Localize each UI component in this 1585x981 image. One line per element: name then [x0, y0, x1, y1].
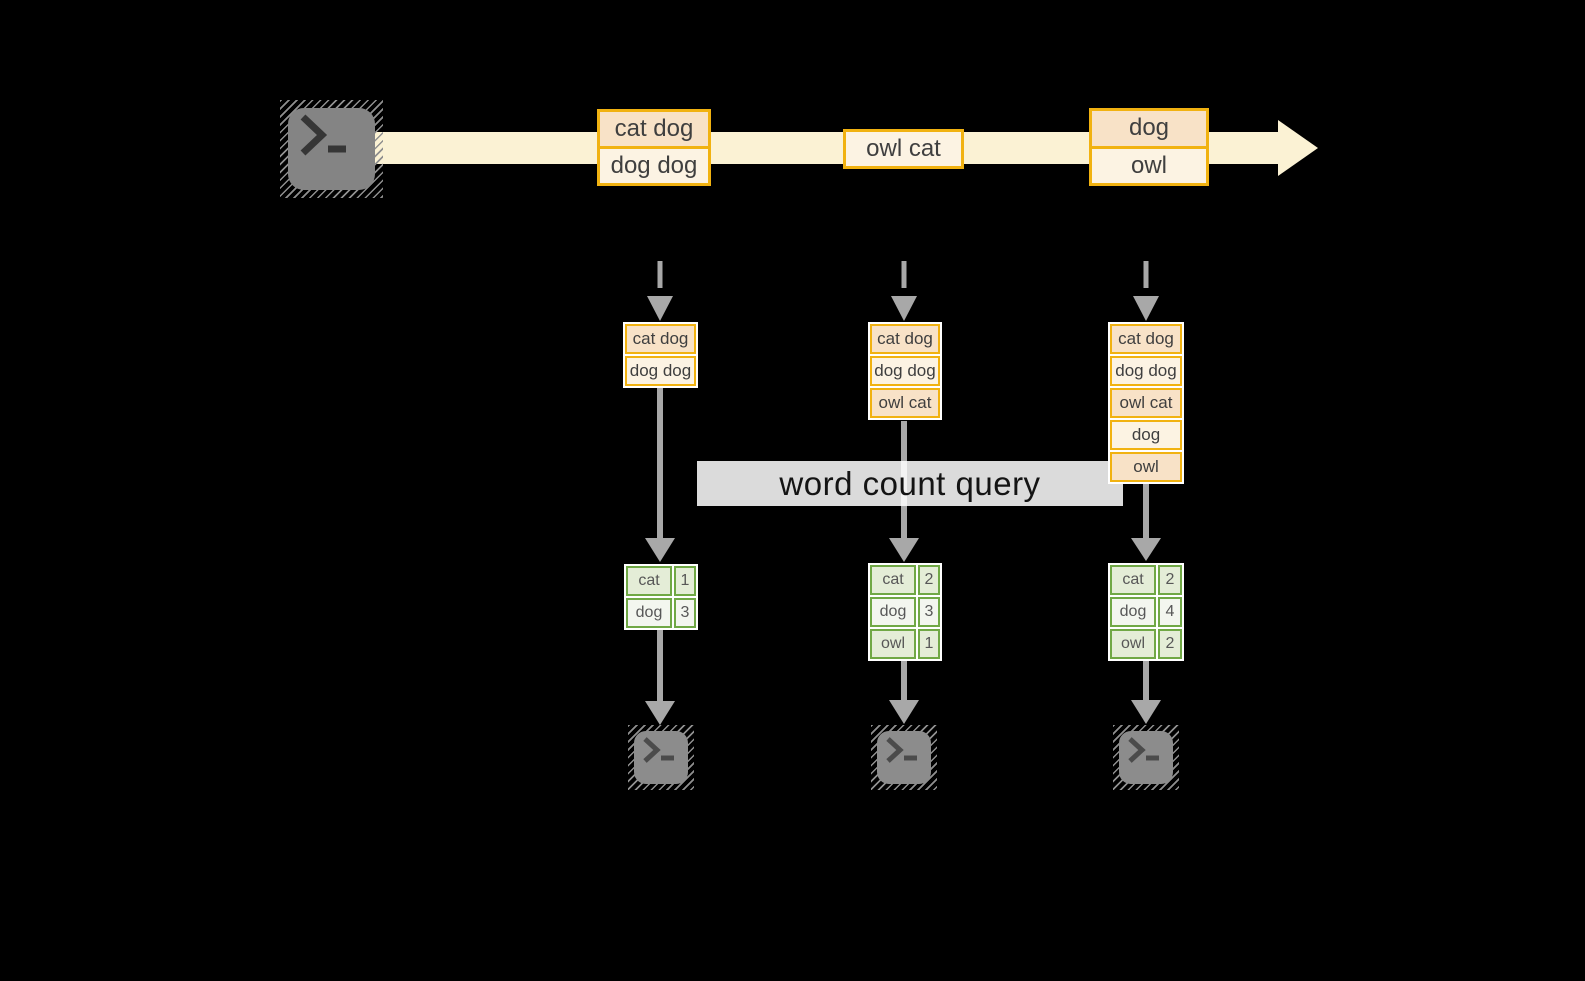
terminal-screen — [1119, 731, 1173, 784]
stream-batch-row: owl cat — [846, 132, 961, 166]
count-row: dog 3 — [626, 598, 696, 628]
count-cell: 1 — [918, 629, 940, 659]
query-banner: word count query — [697, 461, 1123, 506]
count-cell: 2 — [1158, 629, 1182, 659]
terminal-prompt-icon — [886, 737, 917, 763]
count-table-2: cat 2 dog 3 owl 1 — [868, 563, 942, 661]
word-cell: cat — [1110, 565, 1156, 595]
word-cell: dog — [1110, 597, 1156, 627]
stream-batch-row: owl — [1092, 145, 1206, 183]
count-row: cat 2 — [1110, 565, 1182, 595]
count-table-3: cat 2 dog 4 owl 2 — [1108, 563, 1184, 661]
terminal-icon — [628, 725, 694, 790]
count-row: cat 1 — [626, 566, 696, 596]
count-row: owl 1 — [870, 629, 940, 659]
word-cell: cat — [870, 565, 916, 595]
query-arrow-1 — [645, 388, 675, 562]
stream-batch-3: dog owl — [1089, 108, 1209, 186]
count-cell: 3 — [918, 597, 940, 627]
terminal-screen — [877, 731, 931, 784]
sink-arrow-2 — [889, 659, 919, 724]
sink-arrow-1 — [645, 628, 675, 725]
word-cell: dog — [870, 597, 916, 627]
stream-batch-1: cat dog dog dog — [597, 109, 711, 186]
micro-batch-row: dog dog — [870, 356, 940, 386]
micro-batch-row: owl — [1110, 452, 1182, 482]
stream-batch-row: dog — [1092, 111, 1206, 146]
stream-batch-row: cat dog — [600, 112, 708, 146]
word-cell: dog — [626, 598, 672, 628]
terminal-icon — [1113, 725, 1179, 790]
terminal-screen — [634, 731, 688, 784]
terminal-icon — [280, 100, 383, 198]
micro-batch-1: cat dog dog dog — [623, 322, 698, 388]
count-cell: 2 — [1158, 565, 1182, 595]
stream-batch-2: owl cat — [843, 129, 964, 169]
count-cell: 4 — [1158, 597, 1182, 627]
terminal-screen — [288, 108, 375, 190]
micro-batch-2: cat dog dog dog owl cat — [868, 322, 942, 420]
micro-batch-row: owl cat — [1110, 388, 1182, 418]
micro-batch-row: dog dog — [625, 356, 696, 386]
count-row: dog 3 — [870, 597, 940, 627]
micro-batch-row: dog dog — [1110, 356, 1182, 386]
count-cell: 1 — [674, 566, 696, 596]
sink-arrow-3 — [1131, 659, 1161, 724]
count-cell: 3 — [674, 598, 696, 628]
micro-batch-row: dog — [1110, 420, 1182, 450]
micro-batch-row: cat dog — [625, 324, 696, 354]
terminal-prompt-icon — [643, 737, 674, 763]
micro-batch-3: cat dog dog dog owl cat dog owl — [1108, 322, 1184, 484]
stream-arrowhead-icon — [1278, 120, 1318, 176]
micro-batch-row: cat dog — [1110, 324, 1182, 354]
terminal-prompt-icon — [300, 114, 346, 156]
micro-batch-row: owl cat — [870, 388, 940, 418]
count-table-1: cat 1 dog 3 — [624, 564, 698, 630]
dashed-down-arrow-2 — [891, 261, 917, 321]
micro-batch-row: cat dog — [870, 324, 940, 354]
count-row: cat 2 — [870, 565, 940, 595]
dashed-down-arrow-1 — [647, 261, 673, 321]
count-cell: 2 — [918, 565, 940, 595]
stream-batch-row: dog dog — [600, 146, 708, 183]
dashed-down-arrow-3 — [1133, 261, 1159, 321]
terminal-prompt-icon — [1128, 737, 1159, 763]
query-arrow-3 — [1131, 483, 1161, 561]
count-row: dog 4 — [1110, 597, 1182, 627]
count-row: owl 2 — [1110, 629, 1182, 659]
query-label: word count query — [779, 464, 1041, 502]
word-cell: owl — [870, 629, 916, 659]
word-cell: owl — [1110, 629, 1156, 659]
word-cell: cat — [626, 566, 672, 596]
terminal-icon — [871, 725, 937, 790]
